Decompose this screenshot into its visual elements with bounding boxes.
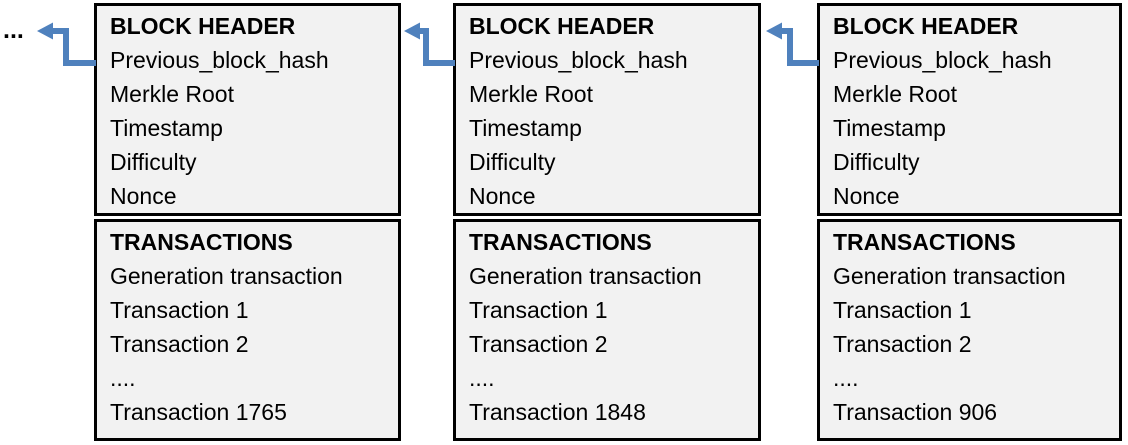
tx-last: Transaction 1848 xyxy=(469,399,646,425)
block-3: BLOCK HEADER Previous_block_hash Merkle … xyxy=(817,3,1122,441)
tx-ellipsis: .... xyxy=(833,365,859,391)
block-2: BLOCK HEADER Previous_block_hash Merkle … xyxy=(453,3,761,441)
field-nonce: Nonce xyxy=(110,183,177,209)
tx-generation: Generation transaction xyxy=(469,263,702,289)
chain-continues-ellipsis: ... xyxy=(3,16,24,44)
tx-ellipsis: .... xyxy=(110,365,136,391)
field-merkle-root: Merkle Root xyxy=(110,81,234,107)
transactions-title: TRANSACTIONS xyxy=(833,229,1016,255)
prev-block-arrow-icon xyxy=(404,22,455,66)
field-timestamp: Timestamp xyxy=(833,115,946,141)
transactions-title: TRANSACTIONS xyxy=(469,229,652,255)
block-3-transactions-box: TRANSACTIONS Generation transaction Tran… xyxy=(817,219,1122,441)
tx-last: Transaction 906 xyxy=(833,399,998,425)
tx-ellipsis: .... xyxy=(469,365,495,391)
tx-generation: Generation transaction xyxy=(110,263,343,289)
field-difficulty: Difficulty xyxy=(833,149,920,175)
tx-generation: Generation transaction xyxy=(833,263,1066,289)
prev-block-arrow-icon xyxy=(766,22,819,66)
tx-last: Transaction 1765 xyxy=(110,399,287,425)
field-nonce: Nonce xyxy=(833,183,900,209)
field-nonce: Nonce xyxy=(469,183,536,209)
field-previous-block-hash: Previous_block_hash xyxy=(833,47,1052,73)
field-merkle-root: Merkle Root xyxy=(469,81,593,107)
block-1-transactions-box: TRANSACTIONS Generation transaction Tran… xyxy=(94,219,401,441)
block-header-title: BLOCK HEADER xyxy=(110,13,296,39)
tx-2: Transaction 2 xyxy=(833,331,972,357)
block-3-header-box: BLOCK HEADER Previous_block_hash Merkle … xyxy=(817,3,1122,216)
prev-block-arrow-icon xyxy=(37,22,96,66)
field-previous-block-hash: Previous_block_hash xyxy=(469,47,688,73)
block-header-title: BLOCK HEADER xyxy=(469,13,655,39)
block-2-transactions-box: TRANSACTIONS Generation transaction Tran… xyxy=(453,219,761,441)
field-difficulty: Difficulty xyxy=(469,149,556,175)
tx-2: Transaction 2 xyxy=(469,331,608,357)
tx-1: Transaction 1 xyxy=(833,297,972,323)
tx-2: Transaction 2 xyxy=(110,331,249,357)
block-1: BLOCK HEADER Previous_block_hash Merkle … xyxy=(94,3,401,441)
field-difficulty: Difficulty xyxy=(110,149,197,175)
tx-1: Transaction 1 xyxy=(110,297,249,323)
block-header-title: BLOCK HEADER xyxy=(833,13,1019,39)
block-1-header-box: BLOCK HEADER Previous_block_hash Merkle … xyxy=(94,3,401,216)
field-merkle-root: Merkle Root xyxy=(833,81,957,107)
tx-1: Transaction 1 xyxy=(469,297,608,323)
field-timestamp: Timestamp xyxy=(110,115,223,141)
transactions-title: TRANSACTIONS xyxy=(110,229,293,255)
field-previous-block-hash: Previous_block_hash xyxy=(110,47,329,73)
field-timestamp: Timestamp xyxy=(469,115,582,141)
block-2-header-box: BLOCK HEADER Previous_block_hash Merkle … xyxy=(453,3,761,216)
